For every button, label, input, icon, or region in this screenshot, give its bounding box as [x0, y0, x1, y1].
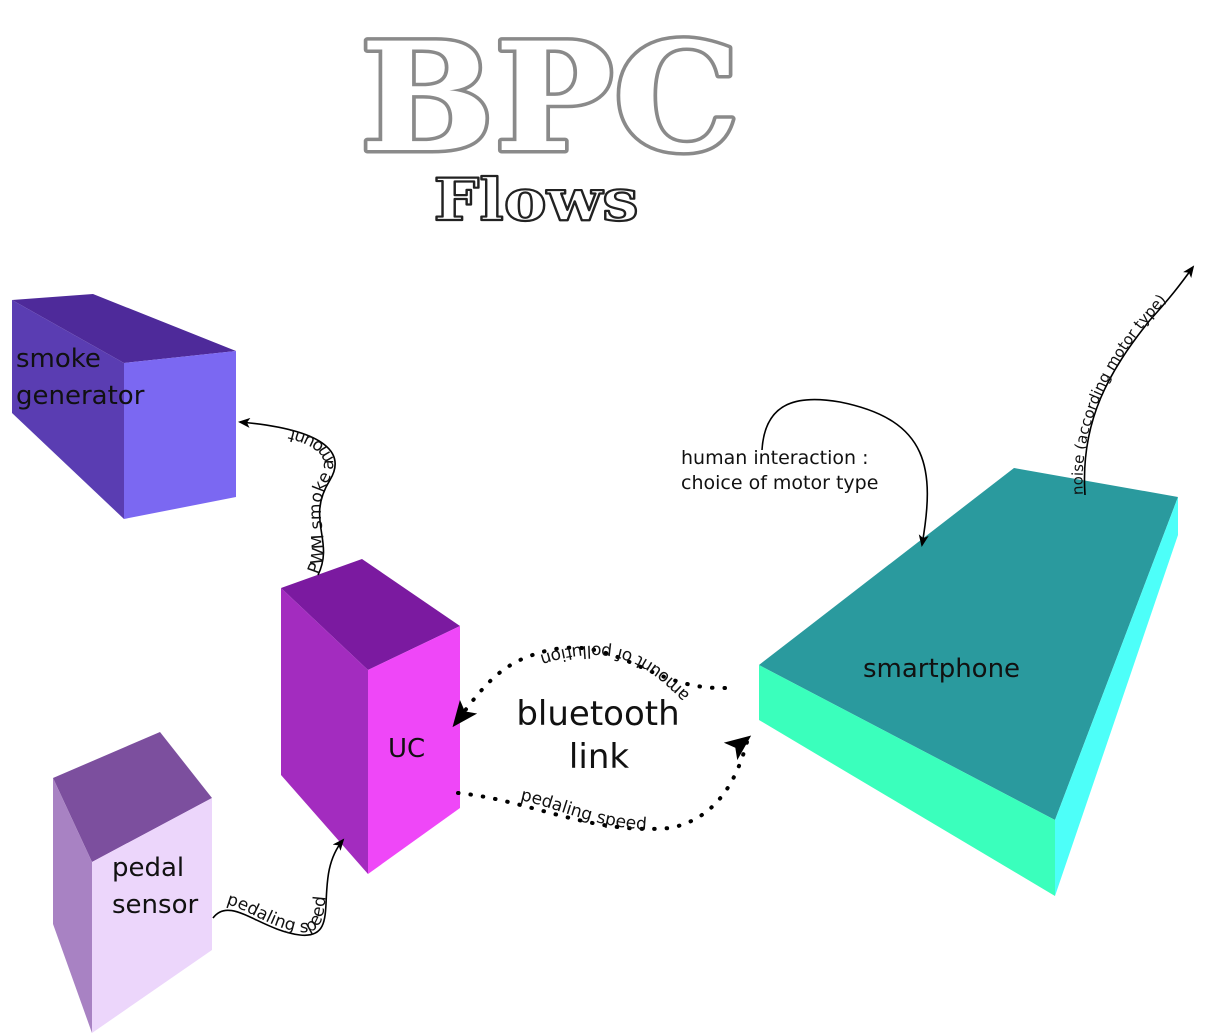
- flow-pedaling-speed-sensor-text: pedaling speed: [225, 890, 331, 938]
- uc-label: UC: [388, 734, 425, 764]
- logo: BPC Flows: [357, 7, 744, 236]
- pedal-sensor-top-face: [53, 732, 212, 862]
- flow-pedaling-speed-sensor-label: pedaling speed: [225, 890, 331, 938]
- flow-pwm-smoke: PWM smoke amount: [239, 421, 339, 577]
- flow-noise-label: noise (according motor type): [1069, 291, 1170, 496]
- flow-pedaling-speed-sensor: pedaling speed: [212, 839, 344, 938]
- flow-pwm-smoke-label: PWM smoke amount: [286, 424, 339, 576]
- pedal-sensor-side-face: [92, 798, 212, 1033]
- flow-noise: noise (according motor type): [1069, 266, 1194, 496]
- smoke-generator-block: smoke generator: [12, 294, 236, 519]
- flow-pedaling-speed-link-label: pedaling speed: [519, 785, 648, 834]
- pedal-sensor-label-line1: pedal: [112, 853, 184, 883]
- pedal-sensor-block: pedal sensor: [53, 732, 212, 1033]
- bluetooth-link-line2: link: [569, 737, 629, 777]
- pedal-sensor-label-line2: sensor: [112, 890, 198, 920]
- uc-top-face: [281, 559, 460, 670]
- uc-side-face: [368, 626, 460, 874]
- human-interaction-line2: choice of motor type: [681, 472, 878, 494]
- smartphone-top-face: [759, 468, 1178, 820]
- human-interaction-arrow: [761, 398, 929, 547]
- pedal-sensor-front-face: [53, 778, 92, 1033]
- smartphone-block: smartphone: [759, 468, 1178, 896]
- flow-pedaling-speed-link-text: pedaling speed: [519, 785, 648, 834]
- logo-subtitle: Flows: [434, 166, 639, 234]
- smartphone-label: smartphone: [863, 654, 1020, 684]
- uc-front-face: [281, 588, 368, 874]
- flow-noise-text: noise (according motor type): [1069, 291, 1170, 496]
- smoke-generator-side-face: [124, 351, 236, 519]
- human-interaction: human interaction : choice of motor type: [681, 398, 929, 547]
- smoke-generator-front-face: [12, 300, 124, 519]
- human-interaction-line1: human interaction :: [681, 447, 869, 469]
- bluetooth-link-label: bluetooth link: [516, 694, 679, 777]
- smoke-generator-label-line2: generator: [16, 381, 145, 411]
- flow-pwm-smoke-text: PWM smoke amount: [286, 424, 339, 576]
- smoke-generator-label-line1: smoke: [16, 344, 101, 374]
- uc-block: UC: [281, 559, 460, 874]
- bluetooth-link-line1: bluetooth: [516, 694, 679, 734]
- smartphone-side-face: [1055, 497, 1178, 896]
- smoke-generator-top-face: [12, 294, 236, 363]
- smartphone-front-face: [759, 665, 1055, 896]
- logo-title: BPC: [360, 10, 740, 186]
